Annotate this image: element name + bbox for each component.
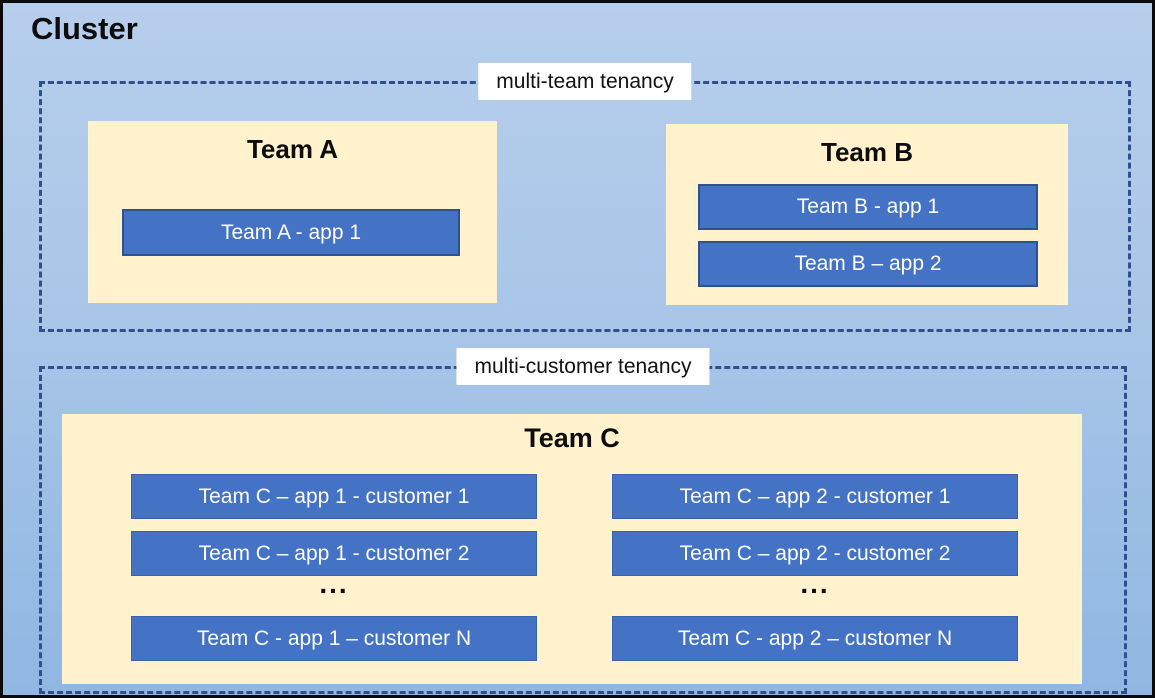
team-c-app-1-customer-1-box: Team C – app 1 - customer 1 bbox=[131, 474, 537, 519]
team-b-app-2-box: Team B – app 2 bbox=[698, 241, 1038, 287]
multi-team-tenancy-label: multi-team tenancy bbox=[478, 63, 692, 101]
team-c-title: Team C bbox=[524, 423, 620, 453]
cluster-title: Cluster bbox=[31, 11, 138, 46]
multi-customer-tenancy-region: multi-customer tenancy Team C Team C – a… bbox=[39, 348, 1127, 694]
team-b-title: Team B bbox=[821, 137, 913, 167]
team-c-app-2-customer-n-box: Team C - app 2 – customer N bbox=[612, 616, 1018, 661]
team-a-app-1-box: Team A - app 1 bbox=[122, 209, 460, 256]
team-b-panel: Team B Team B - app 1 Team B – app 2 bbox=[666, 124, 1068, 305]
team-c-app-2-ellipsis: ... bbox=[800, 568, 830, 599]
team-c-panel: Team C Team C – app 1 - customer 1 Team … bbox=[62, 414, 1082, 684]
team-c-app-1-customer-2-box: Team C – app 1 - customer 2 bbox=[131, 531, 537, 576]
team-a-panel: Team A Team A - app 1 bbox=[88, 121, 497, 303]
team-a-title: Team A bbox=[246, 134, 339, 164]
team-c-app-2-customer-2-box: Team C – app 2 - customer 2 bbox=[612, 531, 1018, 576]
team-c-app-1-ellipsis: ... bbox=[319, 568, 349, 599]
multi-customer-tenancy-label: multi-customer tenancy bbox=[456, 348, 710, 386]
team-b-app-1-box: Team B - app 1 bbox=[698, 184, 1038, 230]
team-c-app-1-customer-n-box: Team C - app 1 – customer N bbox=[131, 616, 537, 661]
multi-team-tenancy-region: multi-team tenancy Team A Team A - app 1… bbox=[39, 63, 1131, 332]
team-c-app-2-customer-1-box: Team C – app 2 - customer 1 bbox=[612, 474, 1018, 519]
